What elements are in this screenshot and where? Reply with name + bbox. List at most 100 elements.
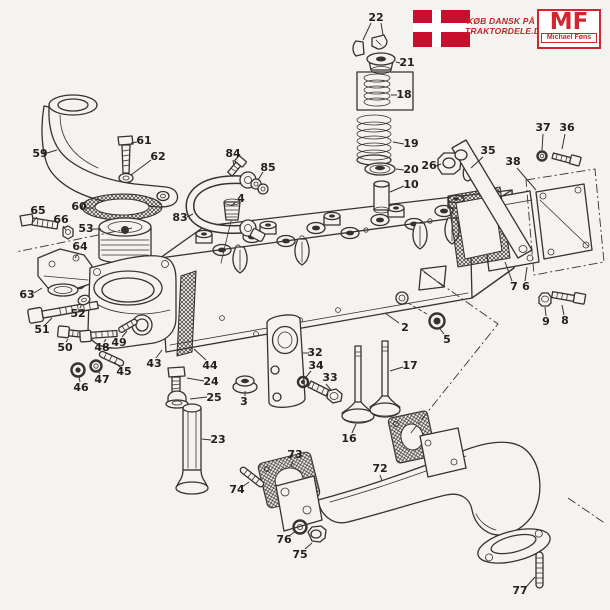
leader-line-7 [504,261,513,282]
part-callout-34: 34 [308,359,324,372]
leader-line-77 [525,576,536,588]
seal-3 [232,375,258,394]
leader-line-8 [561,304,565,316]
leader-line-6 [524,266,528,282]
washer-52 [77,294,91,306]
leader-line-35 [470,156,484,169]
leader-line-59 [46,149,58,154]
leader-line-22 [362,22,372,41]
leader-line-22 [380,22,384,36]
tube-23 [175,403,209,495]
nut-26 [437,152,462,175]
bolt-65 [19,213,59,230]
leader-line-5 [439,328,445,335]
part-callout-48: 48 [94,341,109,354]
part-callout-21: 21 [399,56,414,69]
leader-line-43 [155,349,163,359]
washer-37 [536,150,548,162]
leader-line-62 [130,159,152,176]
part-callout-60: 60 [71,200,87,213]
bolt-36 [551,152,582,167]
mf-logo-name: Michael Føns [541,33,597,43]
part-callout-73: 73 [287,448,302,461]
core-plug-5 [428,312,446,330]
part-callout-53: 53 [78,222,93,235]
leader-line-37 [541,133,544,151]
flag-cross-horizontal [413,23,470,32]
part-callout-43: 43 [146,357,161,370]
leader-line-44 [193,348,207,361]
front-face-details [219,265,447,337]
leader-line-34 [305,370,312,378]
leader-line-4 [230,201,237,207]
bolt-48 [79,329,118,343]
leader-line-16 [351,423,357,434]
washer-62 [118,172,134,184]
leader-line-17 [389,366,404,372]
part-callout-77: 77 [512,584,527,597]
leader-line-72 [379,474,383,482]
part-callout-62: 62 [150,150,165,163]
part-callout-75: 75 [292,548,307,561]
part-callout-20: 20 [403,163,419,176]
shop-slogan: KØB DANSK PÅ TRAKTORDELE.DK [465,16,546,36]
leader-line-47 [97,370,101,375]
stud-45 [98,350,125,367]
inner-spring-box-18 [356,71,414,111]
part-callout-72: 72 [372,462,387,475]
water-outlet-elbow-59 [41,94,179,208]
part-callout-36: 36 [559,121,575,134]
leader-line-24 [186,377,205,382]
valve-collets-22 [352,34,388,57]
part-callout-85: 85 [260,161,275,174]
thermostat-housing-43 [87,255,177,349]
leader-line-48 [103,338,107,343]
part-callout-35: 35 [480,144,495,157]
leader-line-9 [544,306,547,317]
bypass-elbow-63 [37,248,93,297]
leader-line-21 [395,61,401,64]
outer-spring-19 [356,114,392,166]
part-callout-32: 32 [307,346,322,359]
part-callout-52: 52 [70,307,85,320]
stud-74 [239,466,265,488]
part-callout-45: 45 [116,365,131,378]
part-callout-22: 22 [368,11,383,24]
mf-logo: MF Michael Føns [537,9,601,49]
thermostat-53 [98,217,152,264]
leader-line-73 [290,460,294,468]
bolt-33 [307,380,343,404]
leader-line-20 [395,168,405,171]
part-callout-59: 59 [32,147,47,160]
leader-line-25 [189,396,208,400]
bolt-51 [27,300,99,324]
part-callout-76: 76 [276,533,292,546]
leader-line-26 [435,163,442,167]
part-callout-44: 44 [202,359,218,372]
part-callout-37: 37 [535,121,550,134]
leader-line-84 [232,159,235,167]
spring-retainer-21 [366,52,396,74]
leader-line-45 [113,361,121,368]
part-callout-4: 4 [237,192,245,205]
bolt-24 [167,366,186,394]
stud-49 [118,318,138,333]
leader-line-50 [65,338,69,343]
assembly-axis-lines [15,227,607,525]
leader-line-46 [78,376,81,383]
part-callout-61: 61 [136,134,151,147]
part-callout-64: 64 [72,240,88,253]
bolt-8 [551,290,587,305]
part-callout-18: 18 [396,88,411,101]
leader-line-83 [186,213,194,218]
nut-9 [538,292,552,307]
part-callout-16: 16 [341,432,357,445]
part-callout-84: 84 [225,147,241,160]
part-callout-46: 46 [73,381,89,394]
part-callout-8: 8 [561,314,569,327]
leader-line-61 [130,141,138,144]
part-callout-47: 47 [94,373,109,386]
